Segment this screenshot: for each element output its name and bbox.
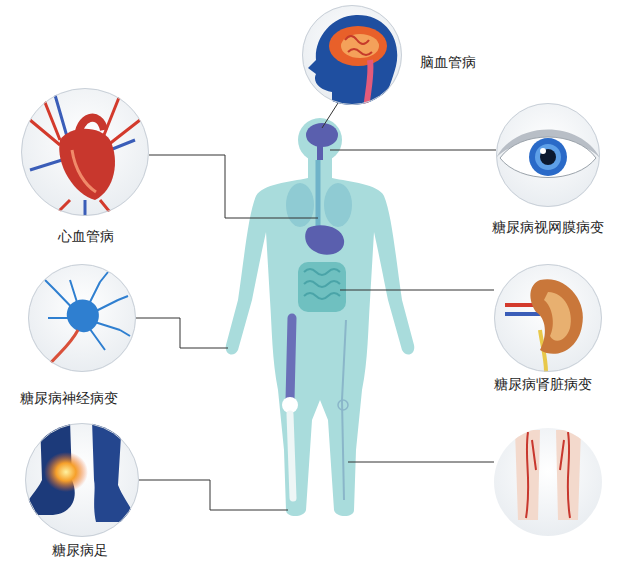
circle-border bbox=[303, 6, 402, 105]
complication-circle: 糖尿病肾脏病变 bbox=[494, 264, 602, 372]
human-body bbox=[226, 118, 415, 516]
neuron-icon bbox=[45, 272, 130, 366]
complication-label: 糖尿病足 bbox=[50, 541, 110, 559]
circle-border bbox=[497, 104, 600, 207]
eye-icon bbox=[496, 130, 600, 178]
complication-circle: 脑血管病 bbox=[302, 5, 402, 105]
circle-border bbox=[22, 89, 149, 216]
circle-outline bbox=[25, 423, 139, 537]
complication-circle: 糖尿病足 bbox=[25, 423, 139, 537]
circle-border bbox=[495, 265, 602, 372]
complication-label: 糖尿病视网膜病变 bbox=[490, 218, 606, 236]
complication-label: 糖尿病神经病变 bbox=[18, 389, 120, 407]
leader-line bbox=[136, 103, 496, 510]
circle-outline bbox=[21, 88, 149, 216]
circle-outline bbox=[28, 264, 136, 372]
complication-label: 心血管病 bbox=[56, 227, 116, 245]
complication-circle: 糖尿病神经病变 bbox=[28, 264, 136, 372]
complication-label: 脑血管病 bbox=[418, 53, 478, 71]
circle-outline bbox=[496, 103, 600, 207]
brain-icon bbox=[308, 15, 397, 112]
circle-border bbox=[29, 265, 136, 372]
circle-ground bbox=[21, 5, 602, 537]
circle-outline bbox=[494, 264, 602, 372]
complication-label: 糖尿病肾脏病变 bbox=[492, 375, 594, 393]
circle-border bbox=[26, 424, 139, 537]
circle-outline bbox=[302, 5, 402, 105]
kidney-icon bbox=[505, 279, 583, 372]
complication-circle: 糖尿病视网膜病变 bbox=[496, 103, 600, 207]
legs-icon bbox=[515, 430, 581, 520]
complication-circle: 心血管病 bbox=[21, 88, 149, 216]
